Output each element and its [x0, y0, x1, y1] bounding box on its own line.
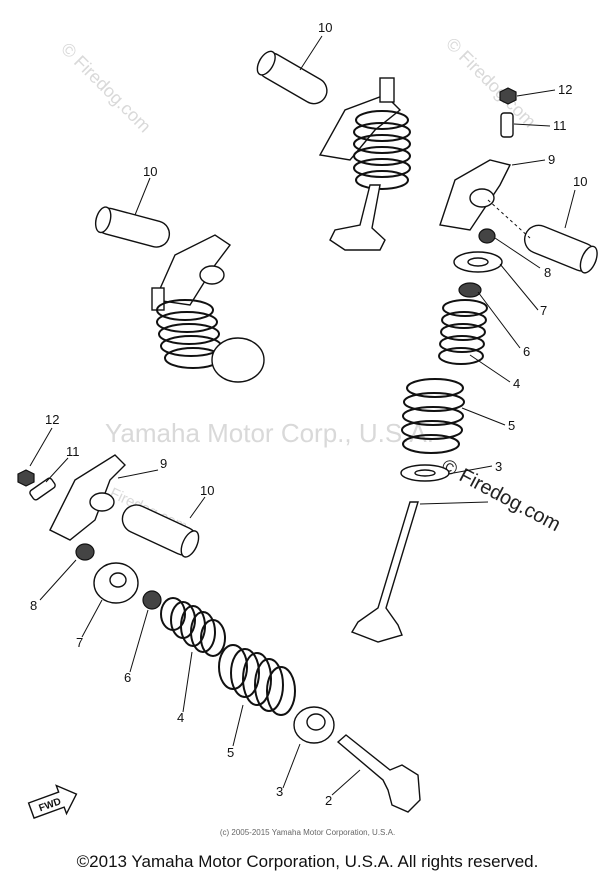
callout-numbers: 10 10 10 12 11 9 8 7 6 4 5 3 12 11 9 10 …: [30, 20, 587, 808]
callout-right-inner-spring: 4: [513, 376, 520, 391]
callout-left-seat: 6: [124, 670, 131, 685]
right-exploded-parts: [350, 87, 598, 643]
callout-top-rocker-shaft: 10: [318, 20, 332, 35]
callout-left-inner-spring: 4: [177, 710, 184, 725]
callout-valve: 2: [325, 793, 332, 808]
callout-right-spring-seat: 3: [495, 459, 502, 474]
right-spring-seat: [400, 464, 450, 482]
callout-right-seat: 6: [523, 344, 530, 359]
copyright: ©2013 Yamaha Motor Corporation, U.S.A. A…: [76, 852, 539, 871]
upper-left-rocker-shaft: [94, 206, 171, 248]
callout-left-spring-seat: 3: [276, 784, 283, 799]
callout-right-rocker-shaft: 10: [573, 174, 587, 189]
callout-right-outer-spring: 5: [508, 418, 515, 433]
callout-upper-left-rocker-shaft: 10: [143, 164, 157, 179]
callout-left-adjuster: 11: [66, 444, 80, 459]
top-spring: [353, 110, 411, 190]
right-valve: [350, 501, 419, 643]
left-rocker-shaft: [121, 504, 200, 558]
left-outer-spring: [218, 644, 296, 716]
right-inner-spring: [438, 299, 488, 365]
left-adjuster: [29, 477, 56, 501]
watermark-firedog-top-right: © Firedog.com: [442, 34, 540, 132]
callout-left-cotter: 8: [30, 598, 37, 613]
left-retainer: [93, 562, 139, 604]
right-retainer: [453, 251, 503, 273]
left-rocker-arm: [49, 454, 126, 541]
callout-right-nut: 12: [558, 82, 572, 97]
right-rocker-shaft: [523, 224, 598, 274]
callout-right-cotter: 8: [544, 265, 551, 280]
callout-left-outer-spring: 5: [227, 745, 234, 760]
top-rocker-shaft: [256, 50, 328, 105]
left-inner-spring: [160, 597, 226, 657]
callout-right-retainer: 7: [540, 303, 547, 318]
upper-left-valve-head: [211, 337, 265, 383]
right-nut: [499, 87, 517, 105]
watermark-firedog-top-left: © Firedog.com: [57, 39, 155, 137]
leader-lines: [29, 35, 576, 796]
upper-left-spring: [156, 299, 222, 369]
left-cotter: [75, 543, 95, 561]
callout-right-rocker-arm: 9: [548, 152, 555, 167]
left-spring-seat: [293, 706, 335, 744]
left-nut: [17, 469, 35, 487]
right-rocker-boss: [469, 188, 495, 208]
lower-left-exploded-parts: [17, 454, 421, 813]
left-rocker-boss: [89, 492, 115, 512]
callout-left-nut: 12: [45, 412, 59, 427]
right-cotter: [478, 228, 496, 244]
right-outer-spring: [401, 378, 465, 454]
upper-left-rocker-boss: [199, 265, 225, 285]
top-valve: [329, 184, 386, 251]
callout-left-retainer: 7: [76, 635, 83, 650]
top-adjuster: [379, 77, 395, 103]
callout-left-rocker-shaft: 10: [200, 483, 214, 498]
upper-left-rocker-assembly: [94, 206, 265, 383]
copyright-small: (c) 2005-2015 Yamaha Motor Corporation, …: [219, 828, 396, 837]
top-rocker-assembly: [256, 50, 411, 251]
upper-left-rocker-arm: [153, 234, 232, 306]
watermark-yamaha: Yamaha Motor Corp., U.S.A.: [105, 418, 434, 448]
callout-left-rocker-arm: 9: [160, 456, 167, 471]
fwd-arrow: FWD: [27, 784, 78, 819]
right-adjuster: [500, 112, 514, 138]
left-seat: [142, 590, 162, 610]
right-seat: [458, 282, 482, 298]
lower-valve: [336, 734, 421, 813]
callout-right-adjuster: 11: [553, 118, 567, 133]
